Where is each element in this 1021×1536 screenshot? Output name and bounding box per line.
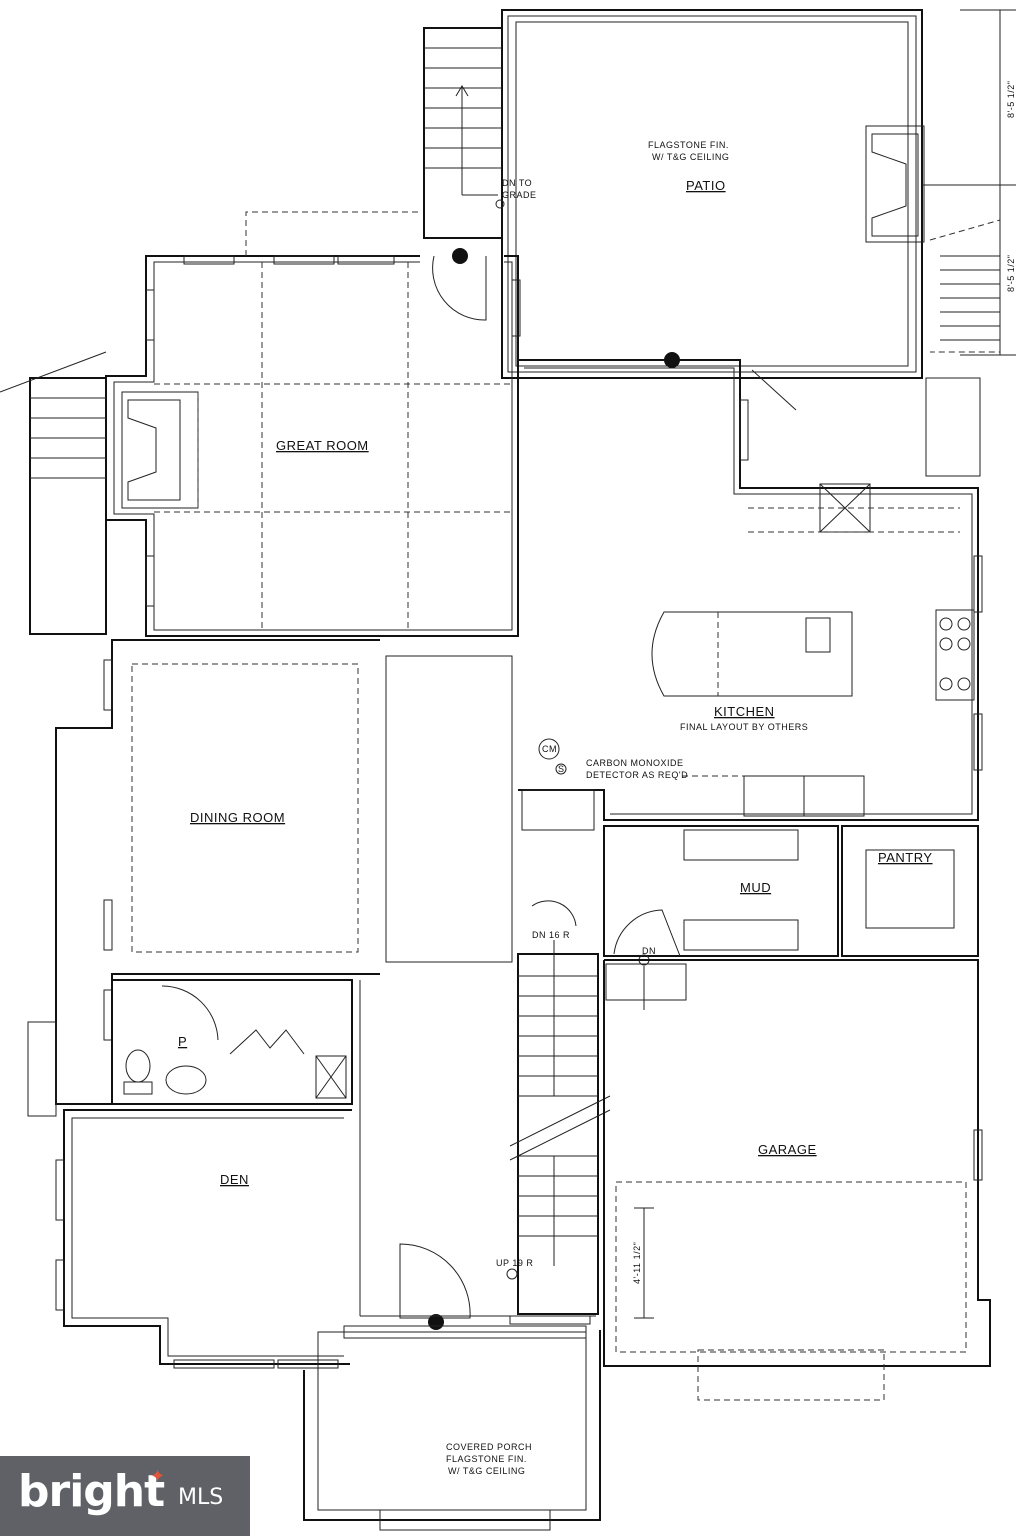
patio-stairs [423, 27, 505, 239]
patio-note-2: W/ T&G CEILING [652, 152, 729, 162]
room-label-powder: P [178, 1034, 187, 1049]
room-label-pantry: PANTRY [878, 850, 933, 865]
garage-area [603, 959, 991, 1401]
porch-note-2: FLAGSTONE FIN. [446, 1454, 527, 1464]
dining-room-area [55, 639, 513, 1105]
dn-note: DN [642, 946, 656, 956]
covered-porch-area [303, 1325, 601, 1531]
smoke-symbol: S [558, 764, 565, 774]
logo-spark-icon: ✦ [150, 1466, 166, 1487]
porch-note-3: W/ T&G CEILING [448, 1466, 525, 1476]
mud-pantry-area [603, 825, 979, 966]
co-note-1: CARBON MONOXIDE [586, 758, 684, 768]
room-label-garage: GARAGE [758, 1142, 817, 1157]
powder-area [27, 979, 353, 1117]
great-room-area [105, 211, 521, 637]
room-label-great-room: GREAT ROOM [276, 438, 369, 453]
patio-note-1: FLAGSTONE FIN. [648, 140, 729, 150]
room-label-patio: PATIO [686, 178, 726, 193]
room-label-kitchen: KITCHEN [714, 704, 775, 719]
dimension-patio-upper: 8'-5 1/2" [1006, 81, 1016, 118]
dn-16r-note: DN 16 R [532, 930, 570, 940]
patio-area [501, 9, 1001, 379]
co-symbol: CM [542, 744, 557, 754]
room-label-den: DEN [220, 1172, 249, 1187]
dn-to-grade-1: DN TO [502, 178, 532, 188]
room-label-dining-room: DINING ROOM [190, 810, 285, 825]
room-label-mud: MUD [740, 880, 771, 895]
dimension-garage-door: 4'-11 1/2" [632, 1242, 642, 1284]
left-exterior-stairs [0, 351, 107, 635]
stairs-area [359, 900, 611, 1330]
bright-mls-logo: bright ✦ MLS [0, 1456, 250, 1536]
dimension-patio-lower: 8'-5 1/2" [1006, 255, 1016, 292]
kitchen-note: FINAL LAYOUT BY OTHERS [680, 722, 808, 732]
dimension-lines [960, 9, 1016, 356]
porch-note-1: COVERED PORCH [446, 1442, 532, 1452]
kitchen-area [518, 352, 983, 831]
den-area [55, 1109, 352, 1369]
up-19r-note: UP 19 R [496, 1258, 533, 1268]
logo-suffix: MLS [178, 1485, 224, 1510]
co-note-2: DETECTOR AS REQ'D [586, 770, 688, 780]
logo-wordmark: bright [18, 1466, 165, 1517]
dn-to-grade-2: GRADE [502, 190, 537, 200]
